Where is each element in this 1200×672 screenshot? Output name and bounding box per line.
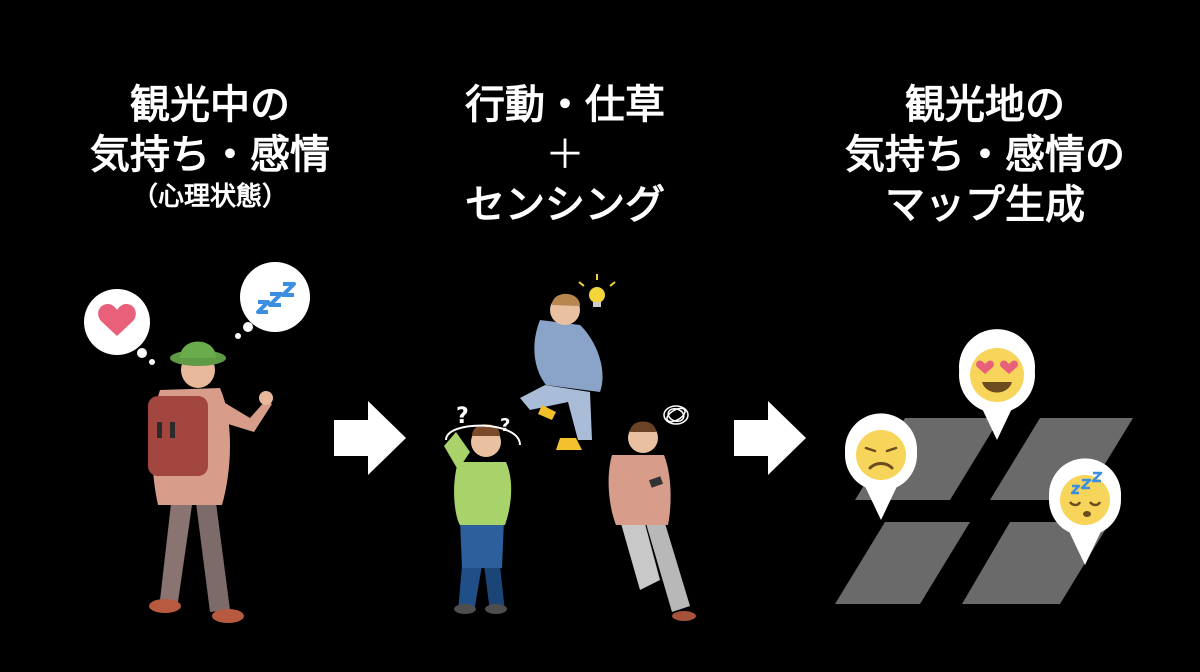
tired-face-icon xyxy=(856,430,906,480)
title-line: 気持ち・感情 xyxy=(90,132,330,178)
question-mark-icon: ? xyxy=(456,404,469,429)
map-pin-love xyxy=(959,329,1036,440)
right-arrow-icon xyxy=(734,401,806,475)
title-line: マップ生成 xyxy=(885,182,1085,228)
heart-thought-bubble xyxy=(84,289,155,365)
title-line: 観光地の xyxy=(905,82,1065,128)
heart-icon xyxy=(98,304,136,336)
tourist-figure xyxy=(148,341,273,623)
title-behavior-sensing: 行動・仕草 ＋ センシング xyxy=(415,80,715,230)
sleep-thought-bubble xyxy=(235,262,310,339)
title-emotion-map-generation: 観光地の 気持ち・感情の マップ生成 xyxy=(820,80,1150,230)
crouching-person-figure xyxy=(520,293,603,450)
heart-eyes-face-icon xyxy=(970,348,1024,402)
lightbulb-icon xyxy=(578,274,616,307)
confused-person-figure xyxy=(444,424,512,614)
title-line: センシング xyxy=(465,182,665,228)
scribble-icon xyxy=(663,405,689,425)
right-arrow-icon xyxy=(334,401,406,475)
title-line: 気持ち・感情の xyxy=(845,132,1125,178)
phone-person-figure xyxy=(608,421,696,621)
map-tile xyxy=(835,522,970,604)
plus-sign: ＋ xyxy=(545,132,585,178)
map-pin-tired xyxy=(845,413,917,520)
title-line: 行動・仕草 xyxy=(465,82,665,128)
dizzy-swirl xyxy=(445,424,521,446)
title-subline: （心理状態） xyxy=(131,182,288,212)
map-tile xyxy=(990,418,1133,500)
sleepy-face-icon xyxy=(1060,471,1110,525)
question-mark-icon: ? xyxy=(500,415,510,436)
title-emotion-during-sightseeing: 観光中の 気持ち・感情 （心理状態） xyxy=(60,80,360,214)
map-tiles xyxy=(835,418,1133,604)
sleep-zzz-icon xyxy=(256,282,296,314)
map-tile xyxy=(962,522,1110,604)
title-line: 観光中の xyxy=(130,82,290,128)
map-pin-sleepy xyxy=(1049,458,1121,565)
